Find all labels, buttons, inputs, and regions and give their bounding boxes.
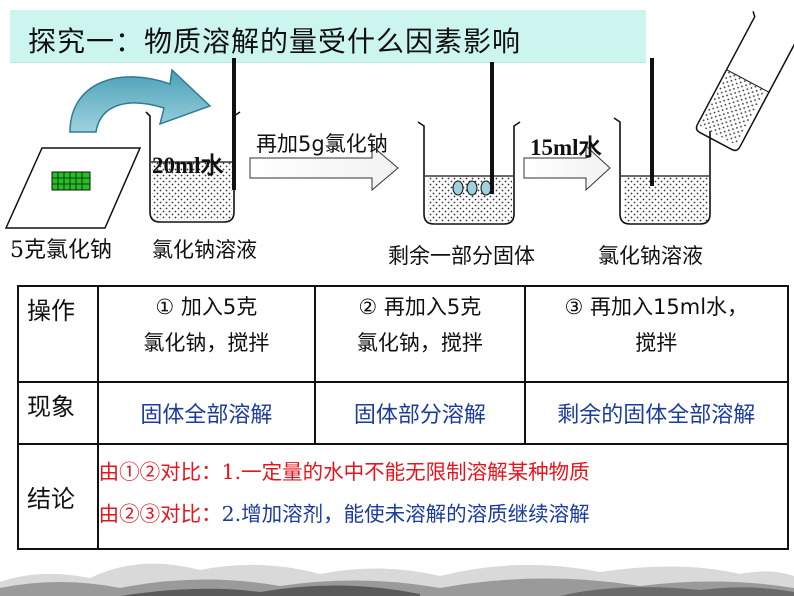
beaker-3 bbox=[613, 58, 717, 225]
salt-grid bbox=[51, 171, 91, 191]
operation-cell-3: ③ 再加入15ml水， 搅拌 bbox=[523, 285, 790, 383]
header-conclusion: 结论 bbox=[17, 443, 99, 550]
conclusion-row: 结论 由①②对比：1.一定量的水中不能无限制溶解某种物质 由②③对比：2.增加溶… bbox=[17, 443, 790, 550]
operation-2-line-1: ② 再加入5克 bbox=[358, 295, 482, 319]
conclusion-line-1: 由①②对比：1.一定量的水中不能无限制溶解某种物质 bbox=[99, 451, 787, 493]
header-operation: 操作 bbox=[17, 285, 99, 383]
water-label-15ml: 15ml水 bbox=[530, 135, 602, 160]
phenomenon-1: 固体全部溶解 bbox=[140, 402, 273, 428]
experiment-diagram bbox=[4, 11, 794, 229]
conclusion-1-text: 1.一定量的水中不能无限制溶解某种物质 bbox=[221, 460, 590, 485]
title-bar: 探究一：物质溶解的量受什么因素影响 bbox=[10, 10, 646, 63]
decorative-landscape bbox=[0, 563, 794, 596]
operation-2-line-2: 氯化钠，搅拌 bbox=[356, 331, 483, 355]
operation-row: 操作 ① 加入5克 氯化钠，搅拌 ② 再加入5克 氯化钠，搅拌 ③ 再加入15m… bbox=[17, 285, 790, 383]
operation-cell-1: ① 加入5克 氯化钠，搅拌 bbox=[96, 285, 317, 383]
remaining-solid-label: 剩余一部分固体 bbox=[388, 244, 535, 268]
phenomenon-3: 剩余的固体全部溶解 bbox=[557, 402, 756, 428]
pouring-beaker bbox=[695, 11, 794, 152]
right-arrow-2 bbox=[523, 144, 611, 192]
operation-3-line-1: ③ 再加入15ml水， bbox=[564, 295, 749, 319]
experiment-table: 操作 ① 加入5克 氯化钠，搅拌 ② 再加入5克 氯化钠，搅拌 ③ 再加入15m… bbox=[17, 285, 790, 550]
operation-1-line-2: 氯化钠，搅拌 bbox=[143, 331, 270, 355]
solution-label-2: 氯化钠溶液 bbox=[598, 244, 703, 268]
operation-cell-2: ② 再加入5克 氯化钠，搅拌 bbox=[314, 285, 526, 383]
curved-arrow bbox=[69, 68, 212, 133]
operation-3-line-2: 搅拌 bbox=[635, 331, 678, 355]
operation-1-line-1: ① 加入5克 bbox=[155, 295, 258, 319]
phenomenon-cell-3: 剩余的固体全部溶解 bbox=[523, 380, 790, 446]
conclusion-1-prefix: 由①②对比： bbox=[98, 460, 222, 485]
beaker-1 bbox=[145, 58, 241, 223]
slide-title: 探究一：物质溶解的量受什么因素影响 bbox=[28, 25, 522, 58]
salt-label: 5克氯化钠 bbox=[10, 238, 112, 263]
conclusion-cell: 由①②对比：1.一定量的水中不能无限制溶解某种物质 由②③对比：2.增加溶剂，能… bbox=[96, 443, 790, 550]
phenomenon-row: 现象 固体全部溶解 固体部分溶解 剩余的固体全部溶解 bbox=[17, 380, 790, 446]
solution-label-1: 氯化钠溶液 bbox=[152, 238, 257, 262]
conclusion-2-prefix: 由②③对比： bbox=[98, 502, 222, 527]
conclusion-2-text: 2.增加溶剂，能使未溶解的溶质继续溶解 bbox=[221, 502, 590, 527]
header-phenomenon: 现象 bbox=[17, 380, 99, 446]
phenomenon-cell-2: 固体部分溶解 bbox=[314, 380, 526, 446]
phenomenon-cell-1: 固体全部溶解 bbox=[96, 380, 317, 446]
beaker-2 bbox=[417, 62, 521, 225]
paper-with-salt bbox=[4, 147, 142, 229]
conclusion-line-2: 由②③对比：2.增加溶剂，能使未溶解的溶质继续溶解 bbox=[99, 493, 787, 535]
water-label-20ml: 20ml水 bbox=[152, 153, 224, 178]
right-arrow-1 bbox=[249, 144, 399, 192]
add-salt-label: 再加5g氯化钠 bbox=[256, 132, 388, 156]
phenomenon-2: 固体部分溶解 bbox=[353, 402, 486, 428]
